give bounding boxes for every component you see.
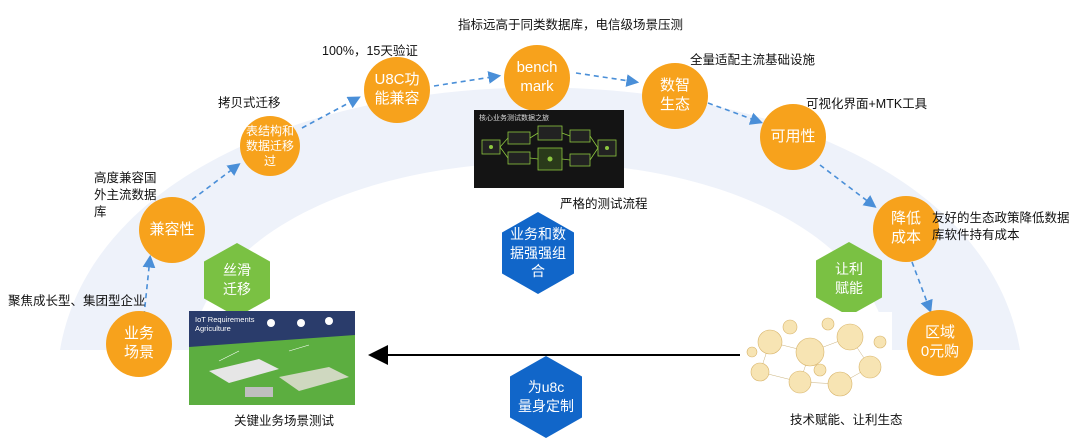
image-iot-title: IoT Requirements Agriculture <box>195 315 255 333</box>
arrow-ecosystem-to-usability <box>707 102 764 125</box>
node-compatibility: 兼容性 <box>139 197 205 263</box>
node-u8c-compat: U8C功 能兼容 <box>364 57 430 123</box>
label-compatibility: 高度兼容国 外主流数据 库 <box>94 171 157 219</box>
arrow-compat-to-migration <box>184 163 241 206</box>
node-business-scene: 业务 场景 <box>106 311 172 377</box>
node-ecosystem: 数智 生态 <box>642 63 708 129</box>
image-benchmark-flow-title: 核心业务测试数据之旅 <box>479 115 549 122</box>
node-benchmark: bench mark <box>504 45 570 111</box>
label-ecosystem: 全量适配主流基础设施 <box>690 53 816 67</box>
arrow-benchmark-to-ecosystem <box>575 72 640 87</box>
caption-iot: 关键业务场景测试 <box>234 414 335 428</box>
image-iot-agriculture: IoT Requirements Agriculture <box>189 311 355 405</box>
label-business-scene: 聚焦成长型、集团型企业 <box>8 294 146 308</box>
label-schema-migration: 拷贝式迁移 <box>218 96 281 110</box>
node-usability: 可用性 <box>760 104 826 170</box>
node-zone-zero: 区域 0元购 <box>907 310 973 376</box>
label-cost-reduce: 友好的生态政策降低数据 库软件持有成本 <box>932 211 1070 242</box>
label-usability: 可视化界面+MTK工具 <box>806 97 928 111</box>
node-schema-migration: 表结构和 数据迁移 过 <box>240 116 300 176</box>
caption-ecosystem-map: 技术赋能、让利生态 <box>790 413 903 427</box>
node-cost-reduce: 降低 成本 <box>873 196 939 262</box>
arrow-u8c-to-benchmark <box>433 71 502 87</box>
arrow-migration-to-u8c <box>301 96 361 129</box>
caption-benchmark-flow: 严格的测试流程 <box>560 197 648 211</box>
label-u8c-compat: 100%，15天验证 <box>322 44 418 58</box>
ecosystem-map-graphic <box>746 317 887 397</box>
iot-illustration-graphic <box>189 311 355 405</box>
arrow-usability-to-cost <box>819 164 877 208</box>
benchmark-flow-graphic <box>481 125 617 171</box>
label-benchmark: 指标远高于同类数据库，电信级场景压测 <box>458 18 684 32</box>
image-ecosystem-map <box>740 312 892 404</box>
image-benchmark-flow: 核心业务测试数据之旅 <box>474 110 624 188</box>
